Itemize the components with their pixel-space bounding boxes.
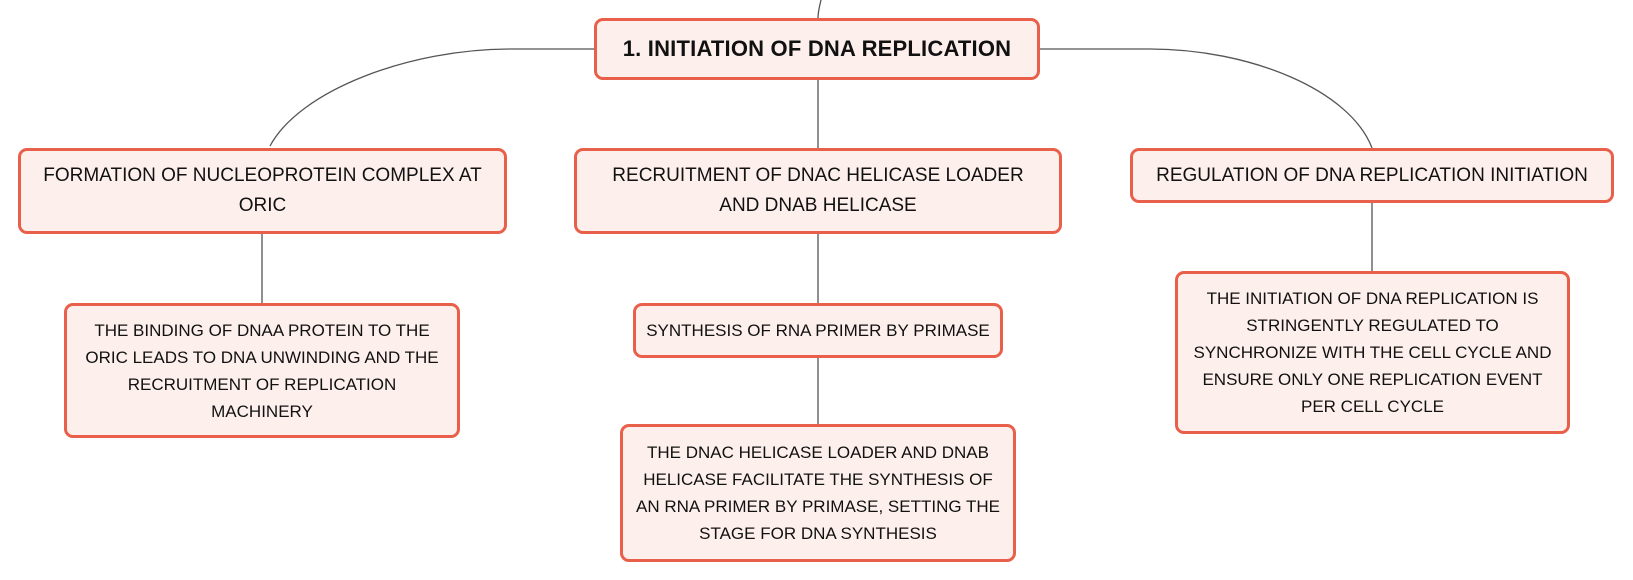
leaf-node-helicase-primer-detail[interactable]: THE DNAC HELICASE LOADER AND DNAB HELICA… — [620, 424, 1016, 562]
leaf-node-stringent-regulation[interactable]: THE INITIATION OF DNA REPLICATION IS STR… — [1175, 271, 1570, 434]
leaf-node-helicase-primer-detail-label: THE DNAC HELICASE LOADER AND DNAB HELICA… — [636, 443, 1000, 543]
leaf-node-dnaa-binding-label: THE BINDING OF DNAA PROTEIN TO THE ORIC … — [85, 320, 439, 421]
leaf-node-dnaa-binding[interactable]: THE BINDING OF DNAA PROTEIN TO THE ORIC … — [64, 303, 460, 438]
root-node[interactable]: 1. INITIATION OF DNA REPLICATION — [594, 18, 1040, 80]
branch-node-formation[interactable]: FORMATION OF NUCLEOPROTEIN COMPLEX AT OR… — [18, 148, 507, 234]
leaf-node-rna-primer-synthesis[interactable]: SYNTHESIS OF RNA PRIMER BY PRIMASE — [633, 303, 1003, 358]
branch-node-regulation[interactable]: REGULATION OF DNA REPLICATION INITIATION — [1130, 148, 1614, 203]
branch-node-recruitment-label: RECRUITMENT OF DNAC HELICASE LOADER AND … — [612, 165, 1024, 216]
leaf-node-rna-primer-synthesis-label: SYNTHESIS OF RNA PRIMER BY PRIMASE — [646, 321, 990, 340]
branch-node-formation-label: FORMATION OF NUCLEOPROTEIN COMPLEX AT OR… — [43, 165, 482, 216]
branch-node-regulation-label: REGULATION OF DNA REPLICATION INITIATION — [1156, 164, 1588, 186]
root-node-label: 1. INITIATION OF DNA REPLICATION — [622, 36, 1012, 61]
branch-node-recruitment[interactable]: RECRUITMENT OF DNAC HELICASE LOADER AND … — [574, 148, 1062, 234]
leaf-node-stringent-regulation-label: THE INITIATION OF DNA REPLICATION IS STR… — [1193, 289, 1552, 416]
connector-root-formation — [269, 48, 594, 147]
connector-root-regulation — [1040, 48, 1373, 149]
connector-incoming-root — [817, 0, 822, 19]
